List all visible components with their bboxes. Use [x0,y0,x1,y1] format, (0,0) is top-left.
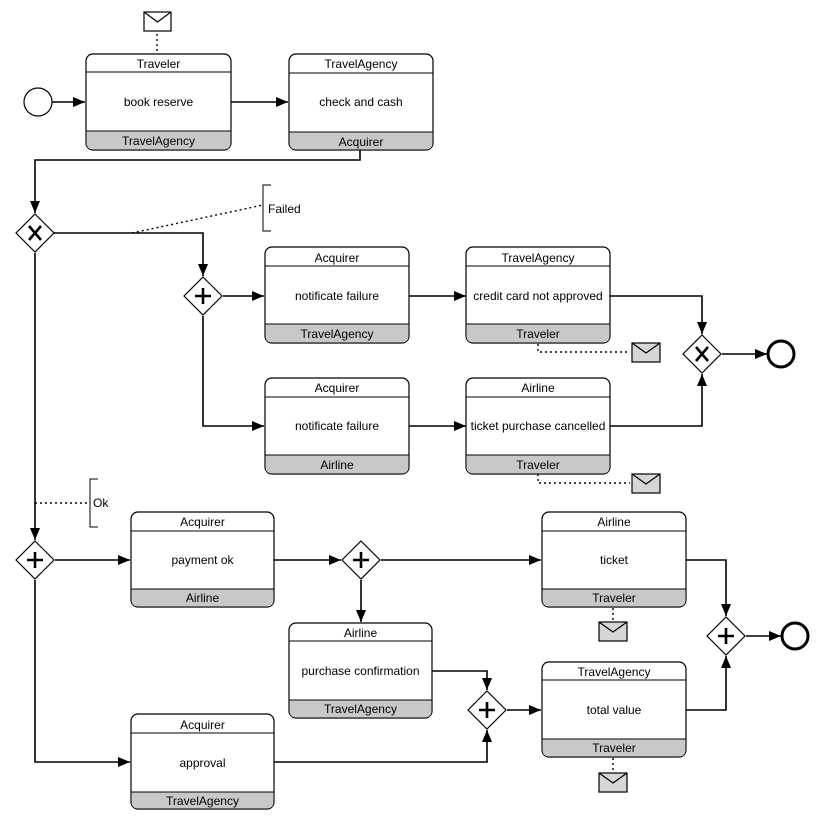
task-name: notificate failure [295,289,379,303]
parallel-plus-icon [195,288,211,304]
task-bottom-participant: Traveler [592,741,636,755]
task-bottom-participant: Traveler [516,327,560,341]
associations [35,34,630,772]
annotation-failed: Failed [262,184,301,232]
task-bottom-participant: TravelAgency [301,327,374,341]
sequence-flows [30,97,781,767]
task-name: credit card not approved [473,289,602,303]
assoc-creditcard-message [537,344,630,353]
task-name: ticket purchase cancelled [471,419,606,433]
envelope-icon [143,11,172,32]
assoc-failed-annotation [131,204,264,234]
parallel-plus-icon [27,552,43,568]
task-bottom-participant: TravelAgency [166,794,239,808]
task-notificate-failure-airline[interactable]: Acquirer notificate failure Airline [264,377,410,475]
task-bottom-participant: Airline [186,591,220,605]
task-bottom-participant: Acquirer [339,135,384,149]
gateway-ok-split [15,540,55,580]
task-check-and-cash[interactable]: TravelAgency check and cash Acquirer [288,53,434,151]
flow-cancelled-to-failure-merge [610,374,707,427]
task-total-value[interactable]: TravelAgency total value Traveler [541,661,687,758]
task-book-reserve[interactable]: Traveler book reserve TravelAgency [85,53,232,151]
annotation-ok: Ok [89,478,109,528]
task-top-participant: Acquirer [315,381,360,395]
task-name: book reserve [124,95,194,109]
parallel-plus-icon [353,552,369,568]
task-top-participant: TravelAgency [578,665,651,679]
task-name: total value [587,703,642,717]
envelope-icon [631,473,661,494]
task-bottom-participant: Traveler [516,458,560,472]
task-credit-card-not-approved[interactable]: TravelAgency credit card not approved Tr… [465,246,611,344]
task-payment-ok[interactable]: Acquirer payment ok Airline [130,511,275,608]
flow-check-to-decision [30,150,361,213]
gateway-value-join [467,690,507,730]
task-top-participant: Airline [597,515,631,529]
task-bottom-participant: Airline [320,458,354,472]
flow-ok-split-to-approval [34,580,130,767]
annotation-failed-text: Failed [268,202,301,216]
task-top-participant: Acquirer [180,515,225,529]
task-top-participant: TravelAgency [325,57,398,71]
task-bottom-participant: TravelAgency [324,702,397,716]
task-bottom-participant: Traveler [592,591,636,605]
task-notificate-failure-travelagency[interactable]: Acquirer notificate failure TravelAgency [264,246,410,344]
assoc-cancelled-message [537,474,630,484]
flow-decision-to-failure-split [53,232,208,276]
flow-approval-to-value-join [274,730,492,763]
envelope-icon [631,342,661,363]
task-top-participant: TravelAgency [502,251,575,265]
gateway-failure-split [183,276,223,316]
gateway-failure-merge [682,334,722,374]
flow-ticket-to-final-join [686,559,731,616]
flow-failure-split-to-notify2 [202,316,264,431]
parallel-plus-icon [479,702,495,718]
task-approval[interactable]: Acquirer approval TravelAgency [130,713,275,810]
gateway-decision [15,213,55,253]
task-top-participant: Airline [344,626,378,640]
task-name: notificate failure [295,419,379,433]
task-top-participant: Acquirer [315,251,360,265]
flow-confirmation-to-value-join [432,670,492,690]
gateway-final-join [706,616,746,656]
parallel-plus-icon [718,628,734,644]
task-name: check and cash [319,95,402,109]
exclusive-x-icon [28,225,42,241]
task-top-participant: Airline [521,381,555,395]
end-event-icon [766,339,796,369]
task-bottom-participant: TravelAgency [122,134,195,148]
end-event-icon [780,621,810,651]
annotation-ok-text: Ok [93,496,109,510]
envelope-icon [598,772,628,793]
task-top-participant: Traveler [137,57,181,71]
flow-creditcard-to-failure-merge [610,295,707,334]
gateway-ticket-split [341,540,381,580]
envelope-icon [598,621,628,642]
task-top-participant: Acquirer [180,718,225,732]
task-name: approval [179,756,225,770]
task-ticket-purchase-cancelled[interactable]: Airline ticket purchase cancelled Travel… [465,377,611,475]
exclusive-x-icon [695,346,709,362]
flow-total-to-final-join [686,656,731,711]
task-ticket[interactable]: Airline ticket Traveler [541,511,687,608]
task-name: payment ok [171,553,234,567]
task-name: ticket [600,553,629,567]
start-event-icon [23,87,53,117]
task-name: purchase confirmation [301,664,419,678]
task-purchase-confirmation[interactable]: Airline purchase confirmation TravelAgen… [288,622,433,719]
